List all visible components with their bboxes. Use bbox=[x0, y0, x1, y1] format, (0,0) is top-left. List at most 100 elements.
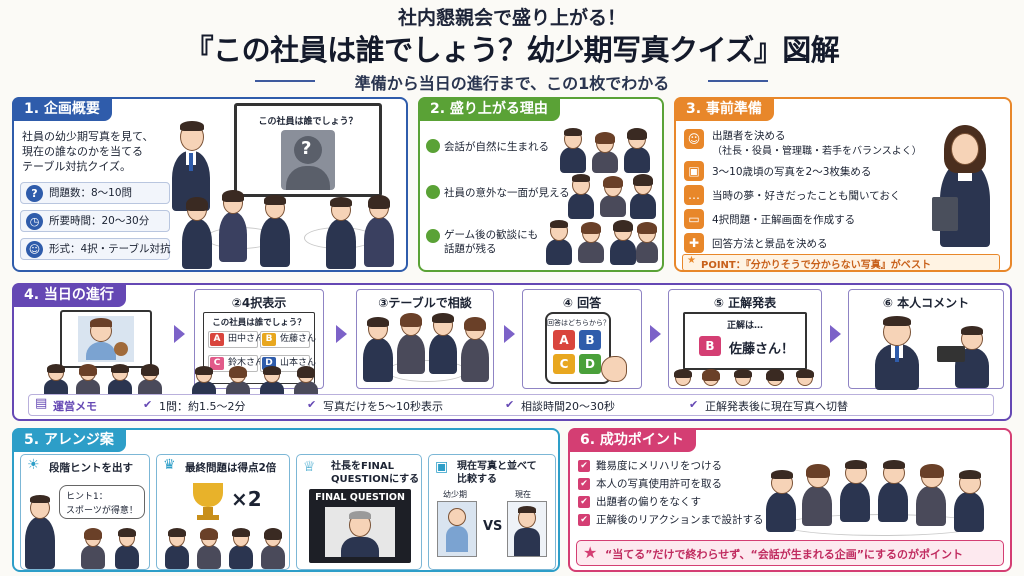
card-title-1: 社長をFINAL bbox=[331, 461, 395, 472]
point-box: ★ POINT：『分かりそうで分からない写真』がベスト bbox=[682, 254, 1000, 271]
phone-question: 回答はどちらから？ bbox=[547, 319, 610, 327]
section-title: 2. 盛り上がる理由 bbox=[418, 97, 560, 121]
memo-item-2: 写真だけを5〜10秒表示 bbox=[323, 400, 443, 413]
reason-3-line2: 話題が残る bbox=[444, 243, 497, 255]
section-overview: 1. 企画概要 社員の幼少期写真を見て、 現在の誰なのかを当てる テーブル対抗ク… bbox=[12, 97, 408, 272]
trophy-icon: ♛ bbox=[163, 457, 176, 473]
chat-icon: … bbox=[684, 185, 704, 205]
bullet-icon bbox=[426, 185, 440, 199]
star-icon: ★ bbox=[583, 543, 598, 562]
section-title: 5. アレンジ案 bbox=[12, 428, 126, 452]
hand-icon bbox=[601, 356, 627, 382]
point-4: 正解後のリアクションまで設計する bbox=[596, 514, 764, 526]
section-preparation: 3. 事前準備 ☺ 出題者を決める （社長・役員・管理職・若手をバランスよく） … bbox=[674, 97, 1012, 272]
quiz-question: この社員は誰でしょう？ bbox=[212, 318, 306, 328]
banner-text: “当てる”だけで終わらせず、“会話が生まれる企画”にするのがポイント bbox=[605, 548, 964, 561]
clipboard-icon: ▤ bbox=[35, 396, 48, 411]
tile-c[interactable]: C bbox=[553, 354, 575, 374]
prep-2: 3〜10歳頃の写真を2〜3枚集める bbox=[712, 166, 872, 178]
adult-photo bbox=[507, 501, 547, 557]
card-title-2: QUESTIONにする bbox=[331, 474, 420, 485]
overview-desc-2: 現在の誰なのかを当てる bbox=[22, 145, 143, 158]
page-title: 『この社員は誰でしょう？幼少期写真クイズ』図解 bbox=[184, 33, 840, 67]
times-two: ×2 bbox=[231, 487, 262, 511]
prep-1-line2: （社長・役員・管理職・若手をバランスよく） bbox=[712, 146, 922, 157]
photo-icon: ▣ bbox=[684, 161, 704, 181]
child-photo-screen bbox=[60, 310, 152, 368]
monitor-icon: ▭ bbox=[684, 209, 704, 229]
reveal-screen: 正解は… B 佐藤さん！ bbox=[683, 312, 807, 370]
reason-2: 社員の意外な一面が見える bbox=[444, 187, 570, 199]
section-success-points: 6. 成功ポイント ✔ 難易度にメリハリをつける ✔ 本人の写真使用許可を取る … bbox=[568, 428, 1012, 572]
step-title: ⑤ 正解発表 bbox=[713, 296, 777, 310]
chip-text: 形式：4択・テーブル対抗 bbox=[49, 243, 171, 255]
prep-4: 4択問題・正解画面を作成する bbox=[712, 214, 856, 226]
prep-5: 回答方法と景品を決める bbox=[712, 238, 828, 250]
vs-text: VS bbox=[483, 519, 503, 534]
section-title: 4. 当日の進行 bbox=[12, 283, 126, 307]
point-2: 本人の写真使用許可を取る bbox=[596, 478, 722, 490]
section-title: 1. 企画概要 bbox=[12, 97, 112, 121]
after-label: 現在 bbox=[515, 490, 531, 499]
section-title: 3. 事前準備 bbox=[674, 97, 774, 121]
screen-question: この社員は誰でしょう？ bbox=[258, 117, 358, 127]
final-question: FINAL QUESTION bbox=[315, 492, 405, 503]
tile-d[interactable]: D bbox=[579, 354, 601, 374]
final-screen: FINAL QUESTION bbox=[309, 489, 411, 563]
hint-line2: スポーツが得意！ bbox=[66, 506, 138, 516]
before-label: 幼少期 bbox=[443, 490, 467, 499]
bullet-icon bbox=[426, 229, 440, 243]
silhouette-photo: ? bbox=[281, 130, 335, 190]
smartphone: 回答はどちらから？ A B C D bbox=[545, 312, 611, 384]
people-icon: ☺ bbox=[684, 129, 704, 149]
check-icon: ✔ bbox=[505, 398, 515, 411]
section-title: 6. 成功ポイント bbox=[568, 428, 696, 452]
gold-trophy bbox=[193, 483, 223, 507]
memo-item-4: 正解発表後に現在写真へ切替 bbox=[705, 400, 848, 413]
step-reveal: ⑤ 正解発表 正解は… B 佐藤さん！ bbox=[668, 289, 822, 389]
gift-icon: ✚ bbox=[684, 233, 704, 253]
chip-text: 問題数：8〜10問 bbox=[49, 187, 133, 199]
point-text: POINT：『分かりそうで分からない写真』がベスト bbox=[701, 260, 931, 271]
reason-1: 会話が自然に生まれる bbox=[444, 141, 549, 153]
success-banner: ★ “当てる”だけで終わらせず、“会話が生まれる企画”にするのがポイント bbox=[576, 540, 1004, 566]
point-3: 出題者の偏りをなくす bbox=[596, 496, 701, 508]
variation-card-hints: ☀ 段階ヒントを出す ヒント1： スポーツが得意！ bbox=[20, 454, 150, 570]
check-icon: ✔ bbox=[307, 398, 317, 411]
answer-letter: B bbox=[699, 336, 721, 356]
arrow-right-icon bbox=[504, 325, 515, 343]
page-subtitle: 準備から当日の進行まで、この1枚でわかる bbox=[354, 74, 670, 93]
variation-card-final: ♕ 社長をFINAL QUESTIONにする FINAL QUESTION bbox=[296, 454, 422, 570]
variation-card-double: ♛ 最終問題は得点2倍 ×2 bbox=[156, 454, 290, 570]
tile-b[interactable]: B bbox=[579, 330, 601, 350]
hint-line1: ヒント1： bbox=[66, 492, 108, 502]
card-title: 最終問題は得点2倍 bbox=[185, 462, 277, 474]
chip-text: 所要時間：20〜30分 bbox=[49, 215, 150, 227]
memo-label: 運営メモ bbox=[53, 400, 97, 413]
step-title: ③テーブルで相談 bbox=[378, 296, 472, 310]
tile-a[interactable]: A bbox=[553, 330, 575, 350]
header-kicker: 社内懇親会で盛り上がる！ bbox=[397, 7, 626, 29]
child-photo bbox=[437, 501, 477, 557]
teddy-bear-icon bbox=[114, 342, 128, 356]
arrow-right-icon bbox=[650, 325, 661, 343]
projector-screen: この社員は誰でしょう？ ? bbox=[234, 103, 382, 197]
divider-left bbox=[255, 80, 315, 82]
step-table-discussion: ③テーブルで相談 bbox=[356, 289, 494, 389]
step-title: ④ 回答 bbox=[562, 296, 602, 310]
arrow-right-icon bbox=[830, 325, 841, 343]
check-icon: ✔ bbox=[143, 398, 153, 411]
question-mark-icon: ? bbox=[301, 138, 312, 159]
arrow-right-icon bbox=[336, 325, 347, 343]
chip-question-count: ? 問題数：8〜10問 bbox=[20, 182, 170, 204]
check-icon: ✔ bbox=[578, 514, 590, 526]
hint-bubble: ヒント1： スポーツが得意！ bbox=[59, 485, 145, 519]
check-icon: ✔ bbox=[578, 478, 590, 490]
question-icon: ? bbox=[26, 185, 43, 202]
step-answer: ④ 回答 回答はどちらから？ A B C D bbox=[522, 289, 642, 389]
answer-name: 佐藤さん！ bbox=[729, 342, 795, 357]
star-icon: ★ bbox=[687, 255, 696, 266]
